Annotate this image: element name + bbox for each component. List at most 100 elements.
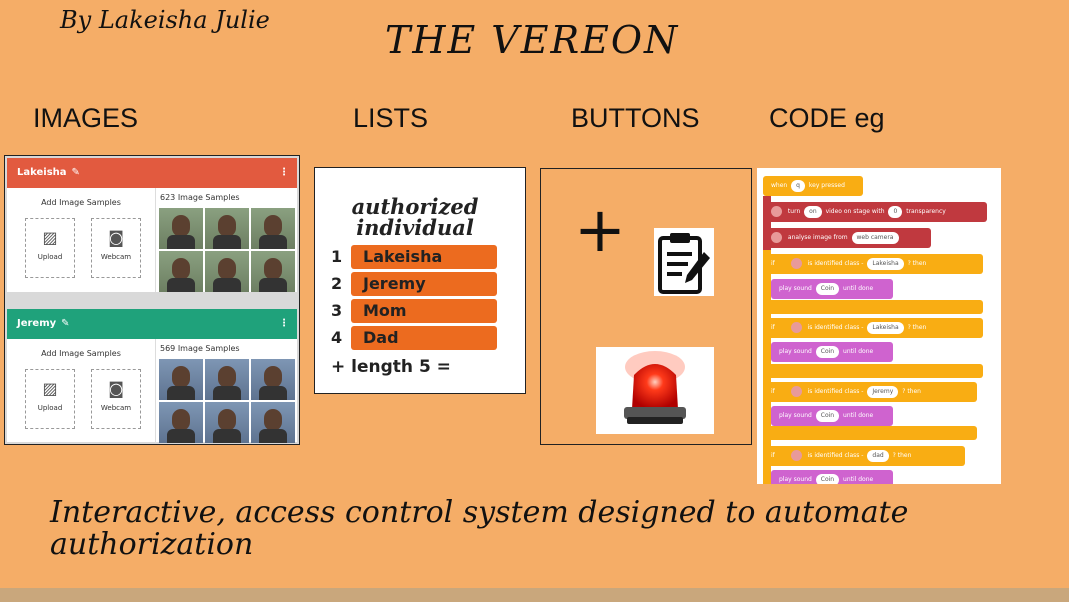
sound-dropdown[interactable]: Coin (815, 346, 840, 358)
block-text: then (897, 452, 912, 459)
list-value[interactable]: Dad (351, 326, 497, 350)
alarm-siren-icon (624, 351, 686, 424)
add-samples-area: Add Image Samples ▨ Upload ◙Webcam (7, 339, 156, 443)
play-sound-block[interactable]: play sound Coin until done (771, 279, 893, 299)
add-samples-area: Add Image Samples ▨Upload ◙Webcam (7, 188, 156, 292)
sample-thumbnail[interactable] (205, 402, 249, 443)
ml-extension-icon (771, 206, 782, 217)
upload-button[interactable]: ▨ Upload (25, 218, 75, 278)
class-name[interactable]: Lakeisha (17, 167, 67, 178)
play-sound-block[interactable]: play sound Coin until done (771, 406, 893, 426)
plus-icon[interactable]: + (574, 193, 626, 266)
image-upload-icon: ▨ (42, 379, 58, 398)
sample-thumbnail[interactable] (205, 251, 249, 292)
bottom-divider (0, 588, 1069, 602)
list-value[interactable]: Jeremy (351, 272, 497, 296)
block-text: ? (892, 452, 896, 459)
block-text: video on stage with (825, 208, 885, 215)
class-dropdown[interactable]: Lakeisha (867, 322, 904, 334)
list-value[interactable]: Lakeisha (351, 245, 497, 269)
block-text: if (771, 260, 775, 267)
sound-dropdown[interactable]: Coin (815, 474, 840, 484)
key-dropdown[interactable]: q (791, 180, 805, 192)
block-text: turn (787, 208, 801, 215)
image-upload-icon: ▨ (42, 228, 58, 247)
class-dropdown[interactable]: Lakeisha (867, 258, 904, 270)
ml-extension-icon (790, 322, 802, 333)
turn-video-block[interactable]: turn on video on stage with 0 transparen… (763, 202, 987, 222)
list-value[interactable]: Mom (351, 299, 497, 323)
pencil-icon[interactable]: ✎ (61, 318, 70, 329)
class-name[interactable]: Jeremy (17, 318, 57, 329)
sample-thumbnail[interactable] (159, 251, 203, 292)
ml-extension-icon (790, 258, 802, 269)
block-text: ? (907, 260, 911, 267)
list-index: 2 (331, 274, 343, 293)
if-block[interactable]: if is identified class - dad ? then (763, 446, 965, 466)
list-length-label[interactable]: + length 5 = (331, 357, 451, 377)
clipboard-edit-icon (658, 233, 710, 294)
upload-label: Upload (37, 404, 63, 412)
sample-thumbnail[interactable] (251, 251, 295, 292)
section-heading-images: IMAGES (33, 103, 139, 133)
block-text: then (907, 388, 921, 395)
block-text: if (771, 324, 775, 331)
play-sound-block[interactable]: play sound Coin until done (771, 470, 893, 484)
sample-thumbnail[interactable] (205, 208, 249, 249)
sound-dropdown[interactable]: Coin (815, 410, 840, 422)
block-text: then (912, 324, 927, 331)
block-text: until done (843, 476, 874, 483)
camera-icon: ◙ (108, 228, 124, 247)
block-text: key pressed (808, 182, 845, 189)
sample-thumbnail[interactable] (205, 359, 249, 400)
image-classes-panel: Lakeisha ✎ ⋮ Add Image Samples ▨ Upload ◙W… (4, 155, 300, 445)
analyse-image-block[interactable]: analyse image from web camera (763, 228, 931, 248)
upload-label: Upload (37, 253, 63, 261)
class-dropdown[interactable]: Jeremy (867, 386, 899, 398)
class-dropdown[interactable]: dad (867, 450, 889, 462)
sample-thumbnail[interactable] (251, 359, 295, 400)
sample-thumbnail[interactable] (159, 402, 203, 443)
page-title: THE VEREON (385, 18, 680, 62)
block-text: then (912, 260, 927, 267)
pencil-icon[interactable]: ✎ (71, 167, 80, 178)
sample-thumbnail[interactable] (159, 359, 203, 400)
sample-count: 569 Image Samples (160, 344, 240, 353)
sample-thumbnail[interactable] (159, 208, 203, 249)
camera-icon: ◙ (108, 379, 124, 398)
block-text: play sound (779, 412, 812, 419)
camera-dropdown[interactable]: web camera (851, 232, 899, 244)
scratch-code-panel: when q key pressed turn on video on stag… (757, 168, 1001, 484)
ml-extension-icon (790, 450, 802, 461)
more-options-icon[interactable]: ⋮ (279, 318, 289, 329)
sound-dropdown[interactable]: Coin (815, 283, 840, 295)
transparency-input[interactable]: 0 (888, 206, 903, 218)
sample-thumbnail[interactable] (251, 208, 295, 249)
block-text: until done (843, 412, 874, 419)
add-samples-label: Add Image Samples (41, 349, 121, 358)
clipboard-edit-button[interactable] (654, 228, 714, 296)
ml-extension-icon (771, 232, 782, 243)
if-block[interactable]: if is identified class - Lakeisha ? then (763, 254, 983, 274)
more-options-icon[interactable]: ⋮ (279, 167, 289, 178)
on-dropdown[interactable]: on (804, 206, 822, 218)
sample-thumbnail[interactable] (251, 402, 295, 443)
block-text: until done (843, 285, 874, 292)
if-block[interactable]: if is identified class - Jeremy ? then (763, 382, 977, 402)
author-credit: By Lakeisha Julie (60, 6, 270, 34)
webcam-button[interactable]: ◙Webcam (91, 369, 141, 429)
webcam-button[interactable]: ◙Webcam (91, 218, 141, 278)
alarm-button[interactable] (596, 347, 714, 434)
if-block[interactable]: if is identified class - Lakeisha ? then (763, 318, 983, 338)
block-text: is identified class - (807, 324, 864, 331)
block-text: until done (843, 348, 874, 355)
list-index: 3 (331, 301, 343, 320)
upload-button[interactable]: ▨ Upload (25, 369, 75, 429)
when-key-pressed-block[interactable]: when q key pressed (763, 176, 863, 196)
block-text: is identified class - (807, 452, 864, 459)
list-index: 4 (331, 328, 343, 347)
block-text: is identified class - (807, 388, 864, 395)
block-text: is identified class - (807, 260, 864, 267)
play-sound-block[interactable]: play sound Coin until done (771, 342, 893, 362)
samples-area: 569 Image Samples (157, 339, 297, 443)
